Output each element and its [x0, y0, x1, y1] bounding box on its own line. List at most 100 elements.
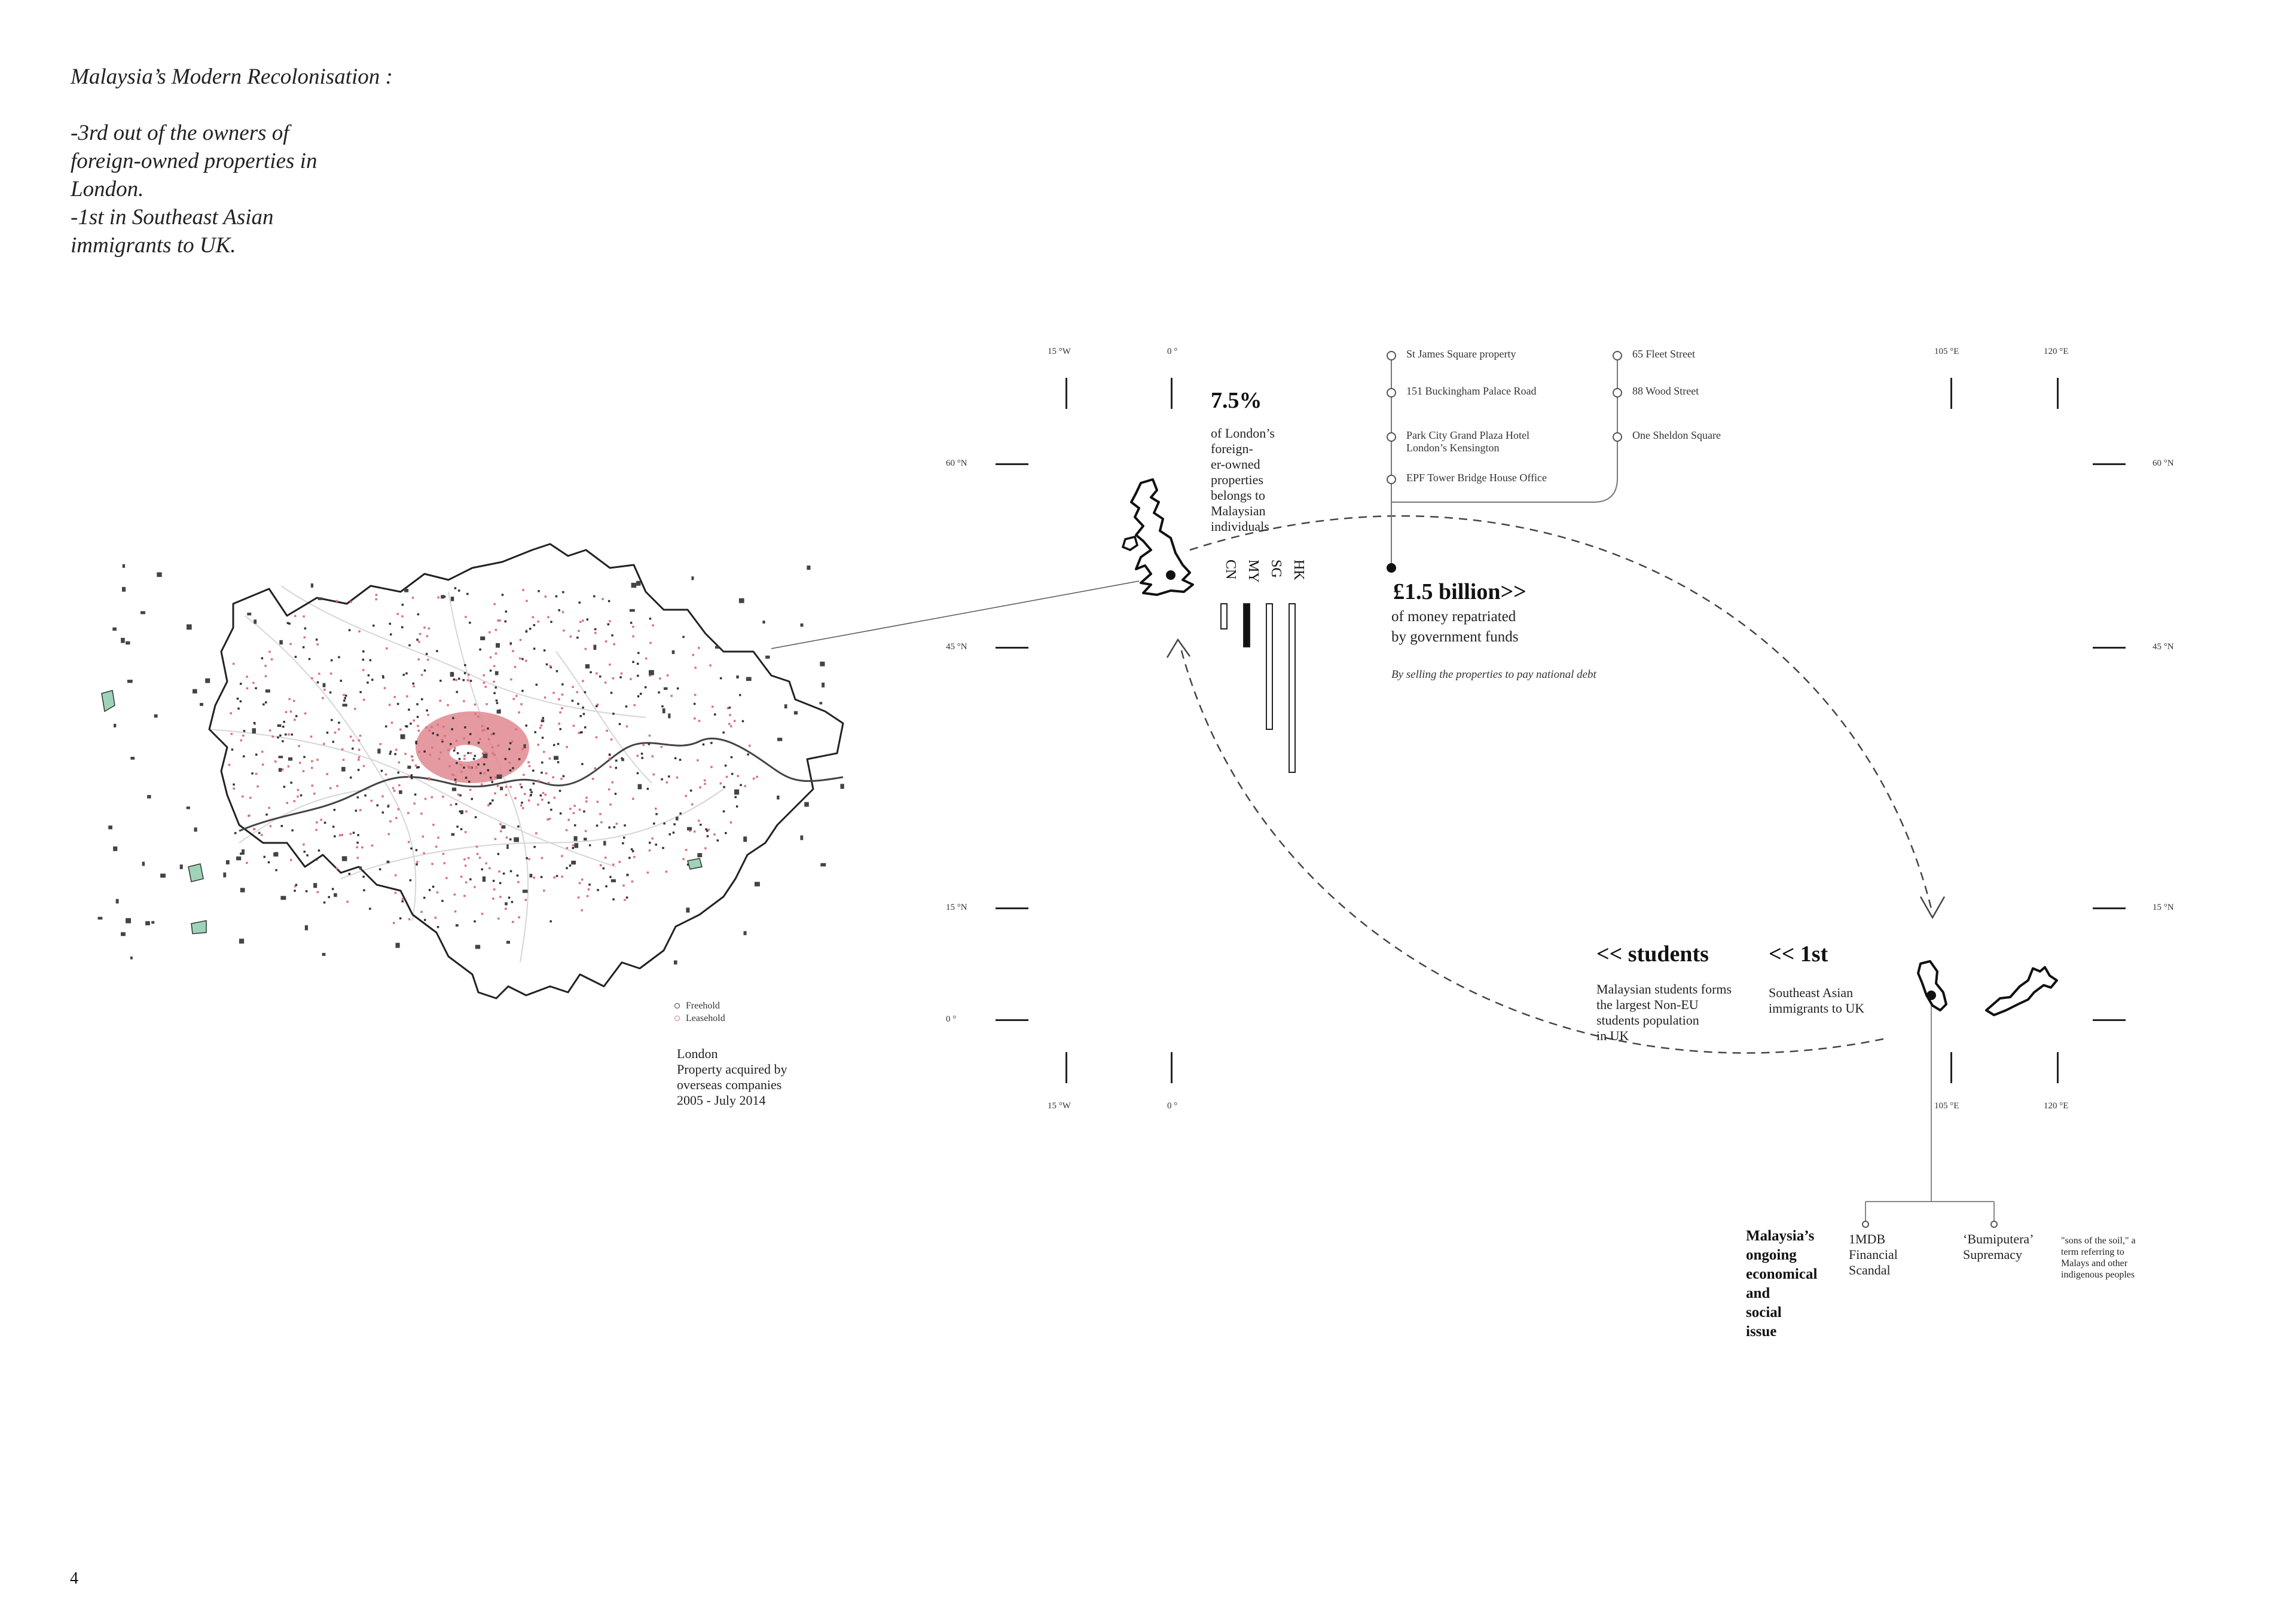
property-dot: [713, 833, 716, 836]
property-dot: [596, 824, 599, 827]
property-dot: [543, 890, 545, 892]
coord-left-15n: 15 °N: [946, 903, 967, 912]
property-dot: [475, 766, 478, 769]
property-dot: [499, 619, 501, 622]
property-node-2: [1387, 388, 1396, 398]
property-dot: [457, 793, 460, 796]
property-dot: [508, 896, 511, 899]
property-dot: [481, 783, 483, 785]
property-dot-outer: [147, 794, 151, 799]
property-dot: [526, 600, 528, 602]
property-dot: [581, 878, 584, 881]
property-dot: [286, 802, 288, 804]
issues-heading-line-5: social: [1746, 1304, 1782, 1321]
property-dot: [389, 750, 392, 753]
property-dot: [562, 591, 564, 594]
property-dot: [362, 669, 365, 671]
property-dot: [363, 889, 365, 891]
property-dot: [323, 689, 326, 691]
property-dot: [522, 589, 524, 591]
property-dot: [694, 717, 696, 720]
property-dot-outer: [593, 644, 597, 650]
property-dot: [532, 769, 535, 772]
property-dot-outer: [193, 689, 197, 694]
property-dot: [712, 705, 714, 708]
property-dot: [371, 678, 374, 681]
property-dot: [453, 678, 456, 681]
property-dot: [706, 830, 709, 832]
property-dot: [432, 824, 435, 826]
property-dot: [485, 862, 487, 864]
property-dot: [491, 781, 493, 783]
property-dot: [252, 681, 255, 684]
property-dot: [411, 755, 414, 758]
property-dot: [588, 844, 591, 846]
property-dot: [442, 795, 444, 798]
property-dot: [359, 691, 362, 693]
property-dot: [477, 741, 480, 744]
property-dot-outer: [112, 627, 117, 631]
property-dot-outer: [715, 646, 719, 649]
property-dot: [436, 891, 439, 894]
property-dot-outer: [820, 863, 826, 867]
central-white-spot: [450, 745, 483, 762]
property-dot: [569, 808, 572, 810]
map-caption-line-2: Property acquired by: [677, 1062, 787, 1077]
coord-top-0: 0 °: [1167, 347, 1178, 356]
property-dot: [469, 752, 472, 754]
property-dot-outer: [313, 883, 317, 888]
property-dot: [697, 759, 699, 762]
issue-bumiputera-line-2: Supremacy: [1963, 1247, 2022, 1262]
property-dot: [689, 789, 692, 792]
property-dot: [316, 891, 319, 894]
property-dot: [622, 842, 624, 845]
property-dot: [518, 711, 520, 714]
property-dot: [529, 628, 532, 630]
issues-heading-line-4: and: [1746, 1285, 1770, 1301]
property-dot: [401, 603, 404, 606]
property-dot: [578, 882, 581, 885]
property-dot-outer: [496, 774, 502, 779]
property-dot: [662, 846, 664, 849]
property-dot: [267, 861, 270, 864]
property-dot: [458, 677, 460, 680]
bullet-1-line-3: London.: [71, 177, 144, 201]
property-dot: [399, 728, 402, 731]
property-dot-outer: [554, 756, 558, 760]
property-dot: [489, 670, 492, 672]
property-dot: [389, 704, 391, 706]
coord-bottom-105e: 105 °E: [1934, 1101, 1959, 1111]
property-dot: [444, 735, 446, 737]
property-dot: [595, 736, 598, 739]
property-dot: [436, 926, 439, 928]
tick-right-0: [2093, 1019, 2126, 1021]
bar-sg: [1266, 603, 1273, 730]
bar-cn: [1220, 603, 1228, 629]
property-dot: [311, 784, 313, 787]
property-dot: [545, 663, 548, 666]
property-dot: [560, 778, 563, 780]
property-dot: [582, 619, 584, 622]
property-dot: [534, 731, 536, 733]
property-dot: [376, 804, 378, 806]
bullet-2-dash: -: [71, 205, 78, 230]
property-dot: [468, 780, 471, 783]
malaysia-to-uk-arrowhead: [1166, 638, 1191, 658]
property-dot: [505, 836, 508, 839]
property-dot-outer: [762, 621, 765, 624]
property-dot: [618, 861, 621, 863]
property-dot-outer: [151, 921, 155, 924]
property-dot: [599, 813, 602, 815]
property-dot-outer: [610, 879, 616, 882]
property-dot-outer: [822, 682, 825, 687]
property-dot: [264, 665, 267, 667]
property-dot-outer: [126, 918, 132, 924]
property-dot: [511, 901, 514, 903]
greater-london-boundary: [208, 543, 844, 1000]
property-dot: [468, 766, 471, 769]
property-dot: [439, 680, 442, 682]
property-dot: [637, 662, 639, 665]
property-dot: [606, 729, 608, 732]
property-dot-outer: [637, 784, 642, 790]
property-dot: [297, 788, 300, 791]
